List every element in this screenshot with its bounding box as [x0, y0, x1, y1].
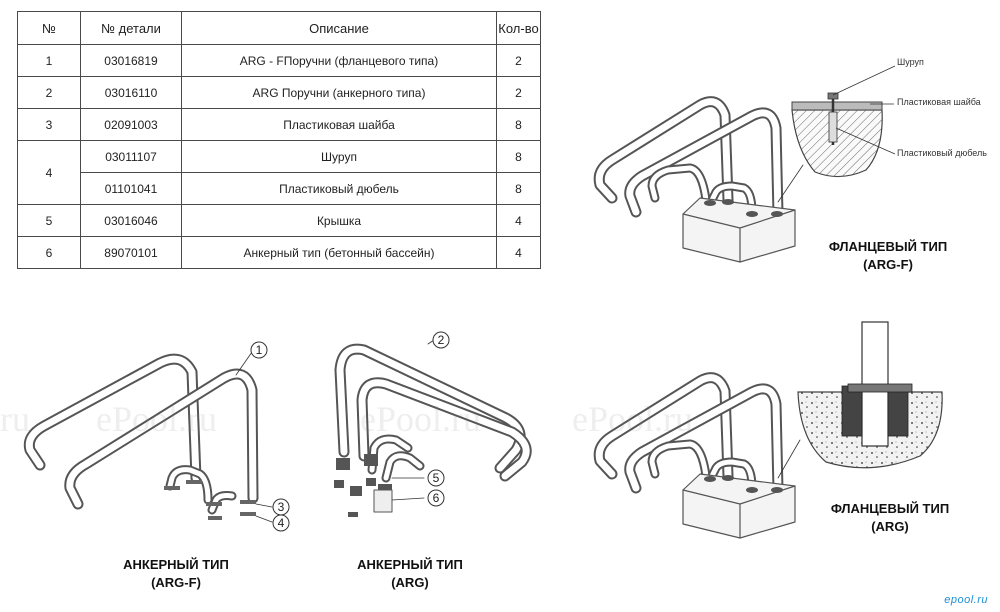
part-description: Пластиковый дюбель — [181, 172, 497, 205]
caption-flange-line1: ФЛАНЦЕВЫЙ ТИП — [830, 501, 950, 516]
part-quantity: 8 — [496, 172, 541, 205]
part-number: 01101041 — [80, 172, 182, 205]
callout-washer: Пластиковая шайба — [897, 97, 981, 107]
anchor-f-handrail-drawing — [23, 351, 273, 523]
callout-screw: Шуруп — [897, 57, 924, 67]
svg-text:3: 3 — [278, 500, 285, 514]
col-header-part-number: № детали — [80, 11, 182, 45]
part-quantity: 4 — [496, 236, 541, 269]
part-quantity: 2 — [496, 44, 541, 77]
part-quantity: 2 — [496, 76, 541, 109]
marker-3: 3 — [272, 498, 290, 516]
part-markers: 1 2 3 4 5 6 — [250, 331, 450, 532]
marker-2: 2 — [432, 331, 450, 349]
svg-text:2: 2 — [438, 333, 445, 347]
marker-5: 5 — [427, 469, 445, 487]
table-row: 01101041 Пластиковый дюбель 8 — [18, 172, 541, 205]
col-header-number: № — [17, 11, 81, 45]
caption-flange: ФЛАНЦЕВЫЙ ТИП (ARG) — [820, 500, 960, 536]
part-description: Анкерный тип (бетонный бассейн) — [181, 236, 497, 269]
marker-4: 4 — [272, 514, 290, 532]
table-header-row: № № детали Описание Кол-во — [17, 11, 541, 45]
callout-dowel: Пластиковый дюбель — [897, 148, 987, 158]
caption-flange-f-line1: ФЛАНЦЕВЫЙ ТИП — [828, 239, 948, 254]
svg-text:5: 5 — [433, 471, 440, 485]
table-row: 2 03016110 ARG Поручни (анкерного типа) … — [17, 76, 541, 109]
part-description: ARG - FПоручни (фланцевого типа) — [181, 44, 497, 77]
part-description: Пластиковая шайба — [181, 108, 497, 141]
caption-flange-line2: (ARG) — [871, 519, 909, 534]
part-number: 03016819 — [80, 44, 182, 77]
brand-logo: epool.ru — [944, 594, 988, 606]
flange-f-handrail-drawing — [593, 96, 804, 263]
marker-6: 6 — [427, 489, 445, 507]
svg-text:4: 4 — [278, 516, 285, 530]
caption-flange-f: ФЛАНЦЕВЫЙ ТИП (ARG-F) — [818, 238, 958, 274]
part-description: Шуруп — [181, 140, 497, 173]
caption-anchor-f-line2: (ARG-F) — [151, 575, 201, 590]
table-row: 3 02091003 Пластиковая шайба 8 — [17, 108, 541, 141]
caption-flange-f-line2: (ARG-F) — [863, 257, 913, 272]
part-description: ARG Поручни (анкерного типа) — [181, 76, 497, 109]
part-number: 89070101 — [80, 236, 182, 269]
col-header-quantity: Кол-во — [496, 11, 541, 45]
table-row: 1 03016819 ARG - FПоручни (фланцевого ти… — [17, 44, 541, 77]
flange-handrail-drawing — [593, 372, 801, 539]
flange-section-detail — [797, 321, 943, 469]
svg-text:6: 6 — [433, 491, 440, 505]
table-row: 6 89070101 Анкерный тип (бетонный бассей… — [17, 236, 541, 269]
caption-anchor-line1: АНКЕРНЫЙ ТИП — [357, 557, 463, 572]
flange-f-section-detail — [791, 65, 896, 178]
caption-anchor-f: АНКЕРНЫЙ ТИП (ARG-F) — [106, 556, 246, 592]
caption-anchor-line2: (ARG) — [391, 575, 429, 590]
table-row: 4 03011107 Шуруп 8 — [17, 140, 541, 205]
marker-1: 1 — [250, 341, 268, 359]
row-number: 3 — [17, 108, 81, 141]
anchor-handrail-drawing — [334, 339, 532, 517]
caption-anchor: АНКЕРНЫЙ ТИП (ARG) — [340, 556, 480, 592]
caption-anchor-f-line1: АНКЕРНЫЙ ТИП — [123, 557, 229, 572]
part-quantity: 8 — [496, 140, 541, 173]
parts-table: № № детали Описание Кол-во 1 03016819 AR… — [17, 11, 541, 269]
svg-text:1: 1 — [256, 343, 263, 357]
